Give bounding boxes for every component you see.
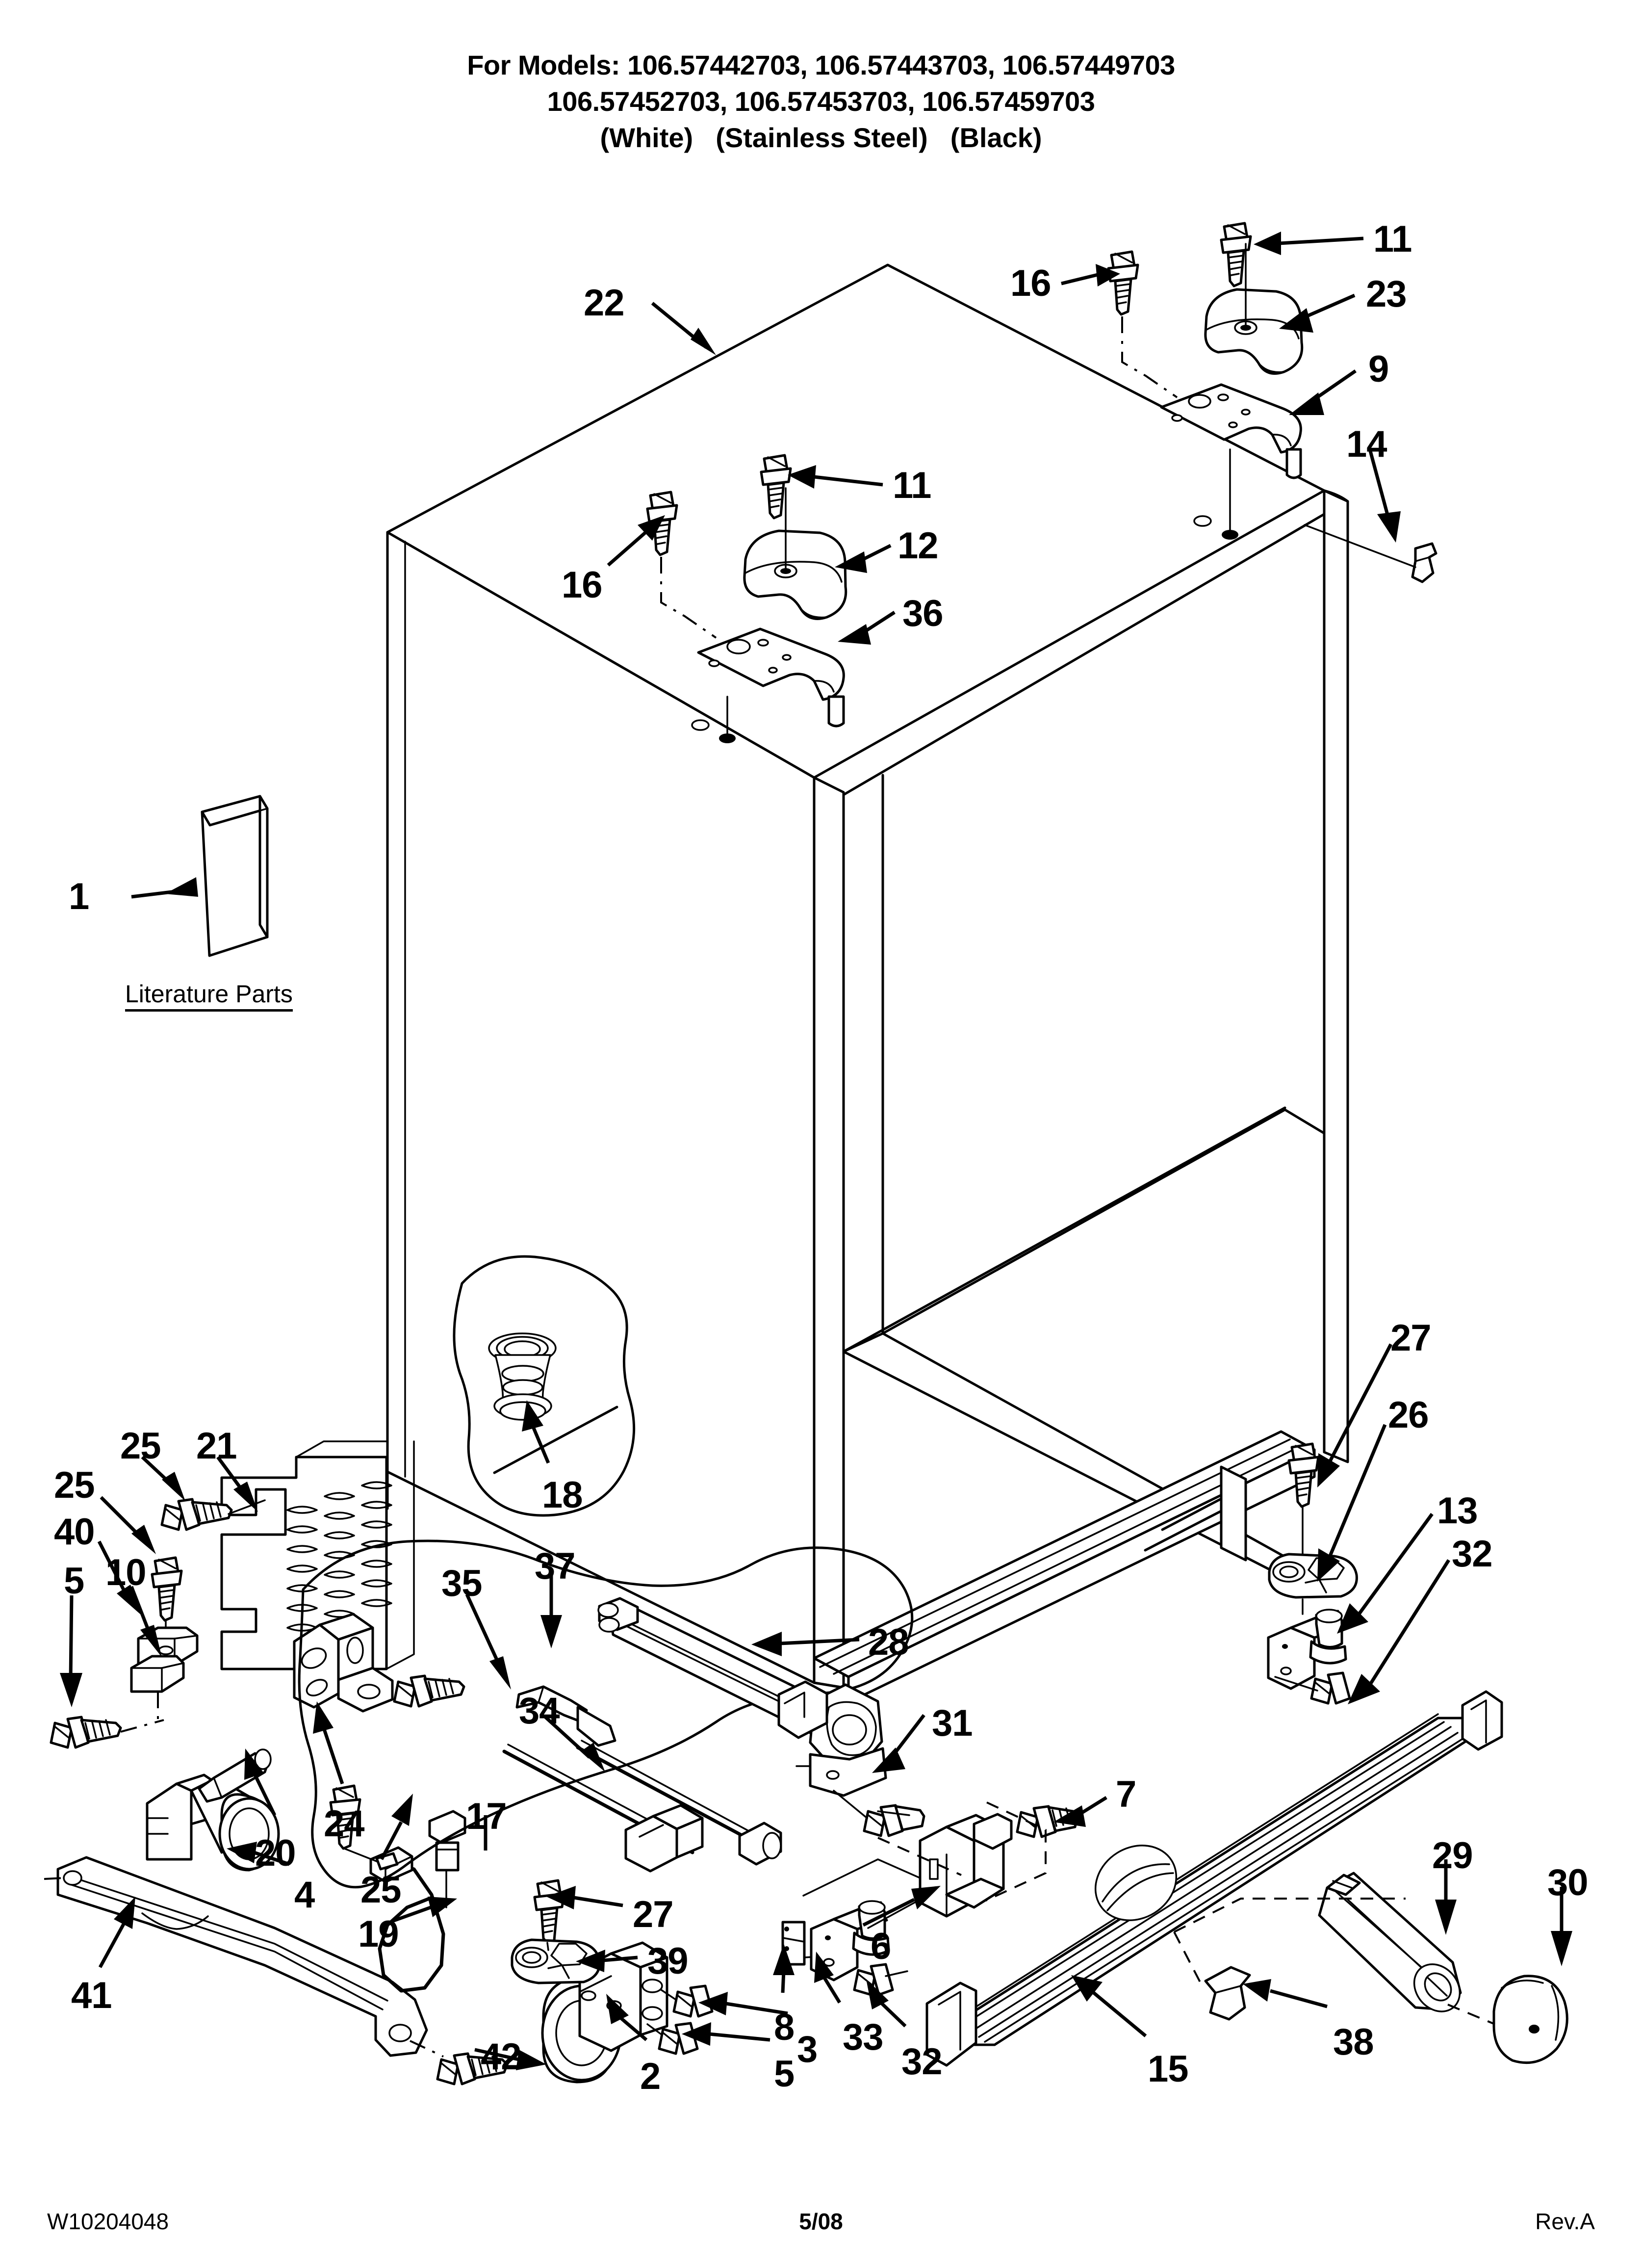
fill-tube-assembly-28 <box>502 1597 925 1873</box>
callout-number-14: 14 <box>1346 423 1387 465</box>
detail-bubble-18 <box>453 1255 636 1517</box>
roller-29 <box>1318 1872 1462 2012</box>
callout-number-5: 5 <box>64 1560 84 1602</box>
callout-number-25: 25 <box>120 1425 161 1467</box>
callout-number-1: 1 <box>69 876 89 917</box>
footer-part-number: W10204048 <box>47 2209 169 2234</box>
callout-number-11: 11 <box>1373 218 1412 260</box>
callout-number-25: 25 <box>54 1464 95 1506</box>
callout-number-3: 3 <box>797 2029 818 2070</box>
roller-assembly-2 <box>541 1941 714 2084</box>
callout-number-20: 20 <box>255 1832 296 1874</box>
callout-number-12: 12 <box>898 525 939 567</box>
callout-number-19: 19 <box>358 1913 399 1955</box>
callout-number-42: 42 <box>481 2036 522 2078</box>
screw-25b-clip-40 <box>137 1556 199 1667</box>
callout-number-25: 25 <box>360 1869 402 1911</box>
callout-number-16: 16 <box>562 564 603 606</box>
callout-number-24: 24 <box>324 1803 365 1845</box>
callout-number-41: 41 <box>71 1975 112 2016</box>
callout-number-40: 40 <box>54 1511 95 1553</box>
variant-white: (White) <box>600 122 693 153</box>
callout-number-23: 23 <box>1366 273 1407 315</box>
model-variants: (White) (Stainless Steel) (Black) <box>0 120 1642 156</box>
leveling-arm-41 <box>44 1856 444 2058</box>
callout-number-4: 4 <box>294 1874 315 1916</box>
brackets-8-33-6 <box>781 1813 1013 1996</box>
base-grille-15 <box>925 1690 1503 2067</box>
screw-25c <box>393 1674 465 1708</box>
callout-number-26: 26 <box>1388 1394 1429 1436</box>
hinge-bracket-24 <box>293 1613 394 1713</box>
callout-number-28: 28 <box>868 1621 909 1663</box>
callout-number-13: 13 <box>1437 1490 1478 1532</box>
callout-number-5: 5 <box>774 2053 795 2095</box>
callout-number-32: 32 <box>901 2041 943 2083</box>
page-title: For Models: 106.57442703, 106.57443703, … <box>0 47 1642 156</box>
callout-number-29: 29 <box>1432 1835 1473 1877</box>
assembly-guide-lines <box>877 1801 1495 2025</box>
callout-number-27: 27 <box>633 1894 674 1935</box>
top-right-hinge-assembly <box>1107 222 1437 583</box>
grommet-18 <box>488 1332 557 1421</box>
callout-number-15: 15 <box>1148 2048 1189 2090</box>
callout-number-34: 34 <box>519 1690 560 1732</box>
top-center-hinge-assembly <box>646 454 847 737</box>
callout-number-38: 38 <box>1333 2021 1374 2063</box>
callout-number-33: 33 <box>843 2016 884 2058</box>
callout-number-36: 36 <box>902 593 944 634</box>
model-line-2: 106.57452703, 106.57453703, 106.57459703 <box>547 86 1095 117</box>
roller-cap-30 <box>1492 1975 1568 2064</box>
callout-number-9: 9 <box>1368 348 1389 390</box>
callout-number-31: 31 <box>932 1702 973 1744</box>
callout-number-6: 6 <box>871 1926 891 1967</box>
variant-black: (Black) <box>950 122 1042 153</box>
callout-number-32: 32 <box>1452 1533 1493 1575</box>
callout-number-21: 21 <box>196 1425 237 1467</box>
screw-42 <box>436 2052 509 2086</box>
model-line-1: For Models: 106.57442703, 106.57443703, … <box>467 50 1175 80</box>
callout-number-18: 18 <box>542 1474 583 1516</box>
callout-number-30: 30 <box>1547 1862 1589 1903</box>
footer-revision: Rev.A <box>1535 2209 1595 2234</box>
callout-number-39: 39 <box>647 1940 689 1982</box>
roller-bracket-4 <box>146 1748 280 1872</box>
group-label-0: Literature Parts <box>125 981 293 1012</box>
screw-5a-clip-10 <box>50 1655 185 1749</box>
leader-lines <box>60 232 1572 2070</box>
callout-number-35: 35 <box>441 1563 483 1604</box>
leveler-13-screw-32 <box>1267 1609 1351 1705</box>
callout-number-7: 7 <box>1116 1773 1136 1815</box>
clip-38 <box>1173 1898 1406 2021</box>
callout-number-10: 10 <box>105 1552 147 1593</box>
callout-number-27: 27 <box>1390 1317 1432 1359</box>
callout-number-37: 37 <box>535 1545 576 1587</box>
screw-16a <box>646 491 678 556</box>
callout-number-17: 17 <box>466 1796 507 1837</box>
screw-16b <box>1107 250 1139 316</box>
literature-part-book <box>201 795 269 957</box>
water-tube-19 <box>329 1784 466 1993</box>
callout-number-11: 11 <box>893 465 931 506</box>
screw-11b <box>1220 222 1252 287</box>
callout-number-16: 16 <box>1010 262 1052 304</box>
cabinet-shell <box>386 263 1349 1704</box>
screw-25a <box>160 1498 266 1531</box>
screw-11a <box>760 454 792 520</box>
callout-number-22: 22 <box>584 282 625 324</box>
footer-date: 5/08 <box>799 2209 843 2234</box>
callout-number-2: 2 <box>640 2056 661 2097</box>
callout-number-8: 8 <box>774 2007 795 2048</box>
variant-stainless: (Stainless Steel) <box>716 122 928 153</box>
